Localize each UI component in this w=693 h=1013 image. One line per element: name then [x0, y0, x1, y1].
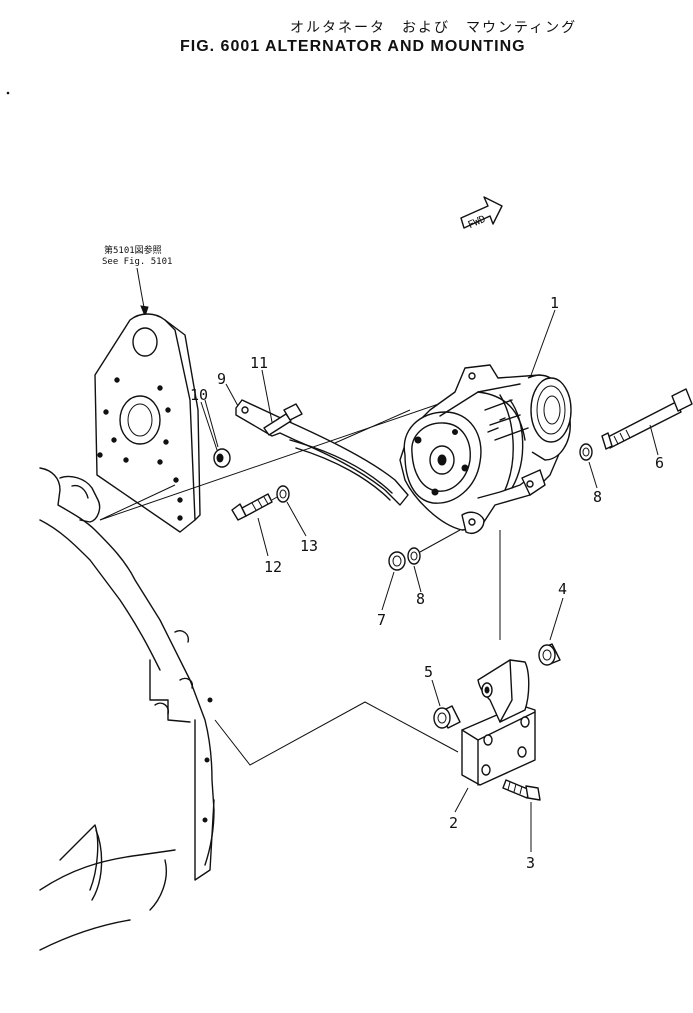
spacer-4 [538, 643, 561, 666]
callout-5: 5 [424, 663, 433, 681]
callout-leaders [200, 309, 659, 852]
washer-8-lower [407, 547, 421, 565]
callout-3: 3 [526, 854, 535, 872]
engine-housing-outline [39, 467, 215, 951]
figure-title: FIG. 6001 ALTERNATOR AND MOUNTING [180, 38, 526, 55]
reference-leader [136, 267, 149, 318]
assembly-leader-lines [99, 395, 501, 766]
callout-9: 9 [217, 370, 226, 388]
washer-13 [276, 485, 290, 503]
callout-11: 11 [250, 354, 268, 372]
callout-2: 2 [449, 814, 458, 832]
spacer-5 [433, 705, 461, 729]
callout-1: 1 [550, 294, 559, 312]
callout-4: 4 [558, 580, 567, 598]
alternator-bracket-2 [461, 659, 536, 786]
adjusting-bracket-9 [235, 399, 409, 506]
fwd-arrow-icon: FWD [460, 196, 503, 231]
plate-bolt-holes [97, 377, 183, 521]
callout-8-upper: 8 [593, 488, 602, 506]
callout-8-lower: 8 [416, 590, 425, 608]
washer-10 [213, 448, 231, 468]
callout-10: 10 [190, 386, 208, 404]
nut-7 [388, 551, 406, 571]
bolt-12 [231, 493, 273, 521]
callout-12: 12 [264, 558, 282, 576]
bolt-11 [263, 403, 303, 436]
mounting-plate [94, 313, 201, 533]
alternator-pulley [527, 374, 572, 461]
callout-7: 7 [377, 611, 386, 629]
washer-8-upper [579, 443, 593, 461]
callout-6: 6 [655, 454, 664, 472]
bolt-3 [502, 779, 541, 801]
long-bolt-6 [601, 388, 693, 450]
scan-speck [6, 91, 10, 95]
callout-13: 13 [300, 537, 318, 555]
reference-note-jp: 第5101図参照 [104, 244, 162, 256]
alternator [399, 364, 572, 534]
reference-note-en: See Fig. 5101 [102, 257, 172, 267]
title-japanese: オルタネータ および マウンティング [290, 20, 577, 36]
